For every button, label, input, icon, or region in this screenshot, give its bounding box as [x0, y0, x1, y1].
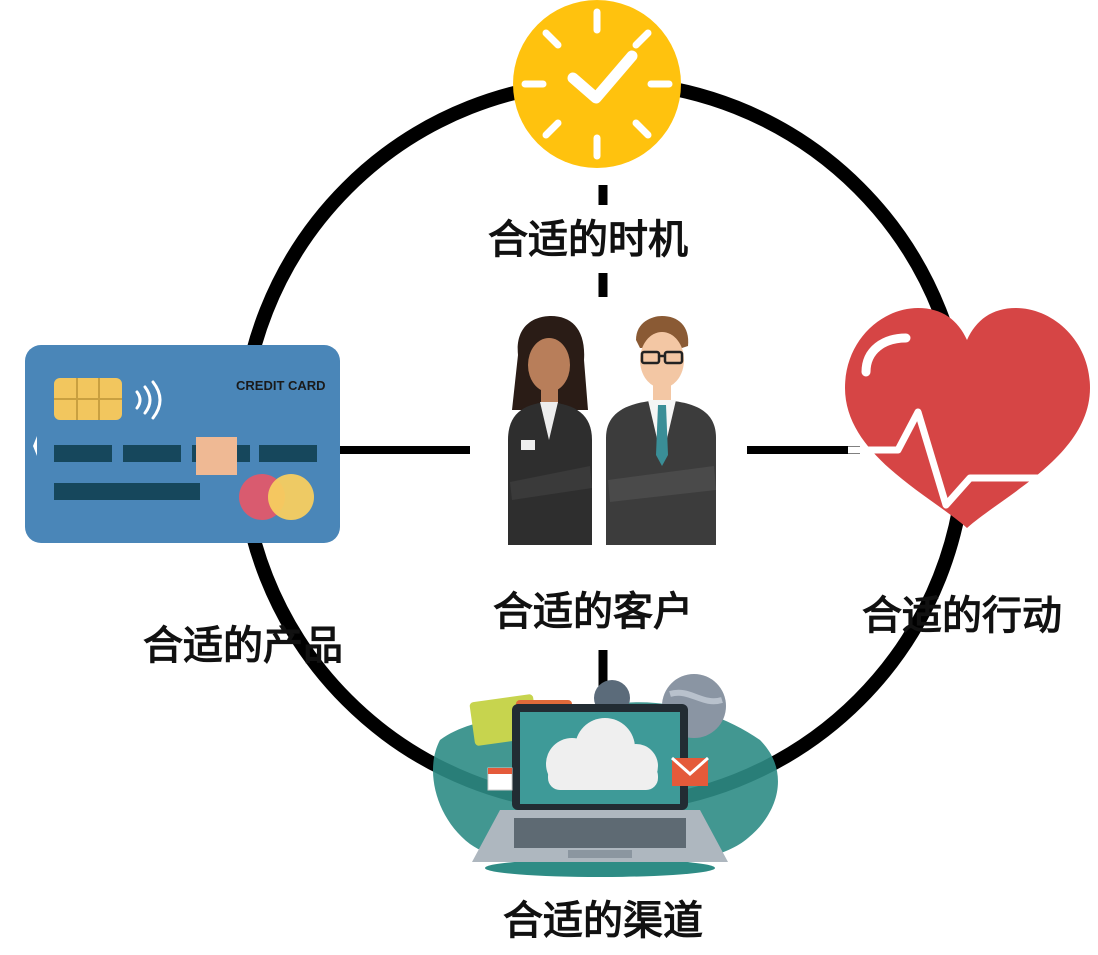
label-right-timing: 合适的时机 [488, 217, 688, 263]
card-caption: CREDIT CARD [236, 378, 326, 393]
businessman-figure [606, 316, 716, 545]
credit-card-icon: CREDIT CARD [25, 345, 340, 543]
laptop-cloud-icon [432, 674, 778, 877]
label-right-channel: 合适的渠道 [503, 898, 703, 944]
label-right-action: 合适的行动 [862, 593, 1062, 639]
businesspeople-icon [508, 316, 716, 545]
heart-icon [845, 308, 1090, 528]
label-right-product: 合适的产品 [143, 623, 343, 669]
label-right-customer: 合适的客户 [493, 589, 693, 635]
clock-icon [513, 0, 681, 168]
businesswoman-figure [508, 316, 592, 545]
